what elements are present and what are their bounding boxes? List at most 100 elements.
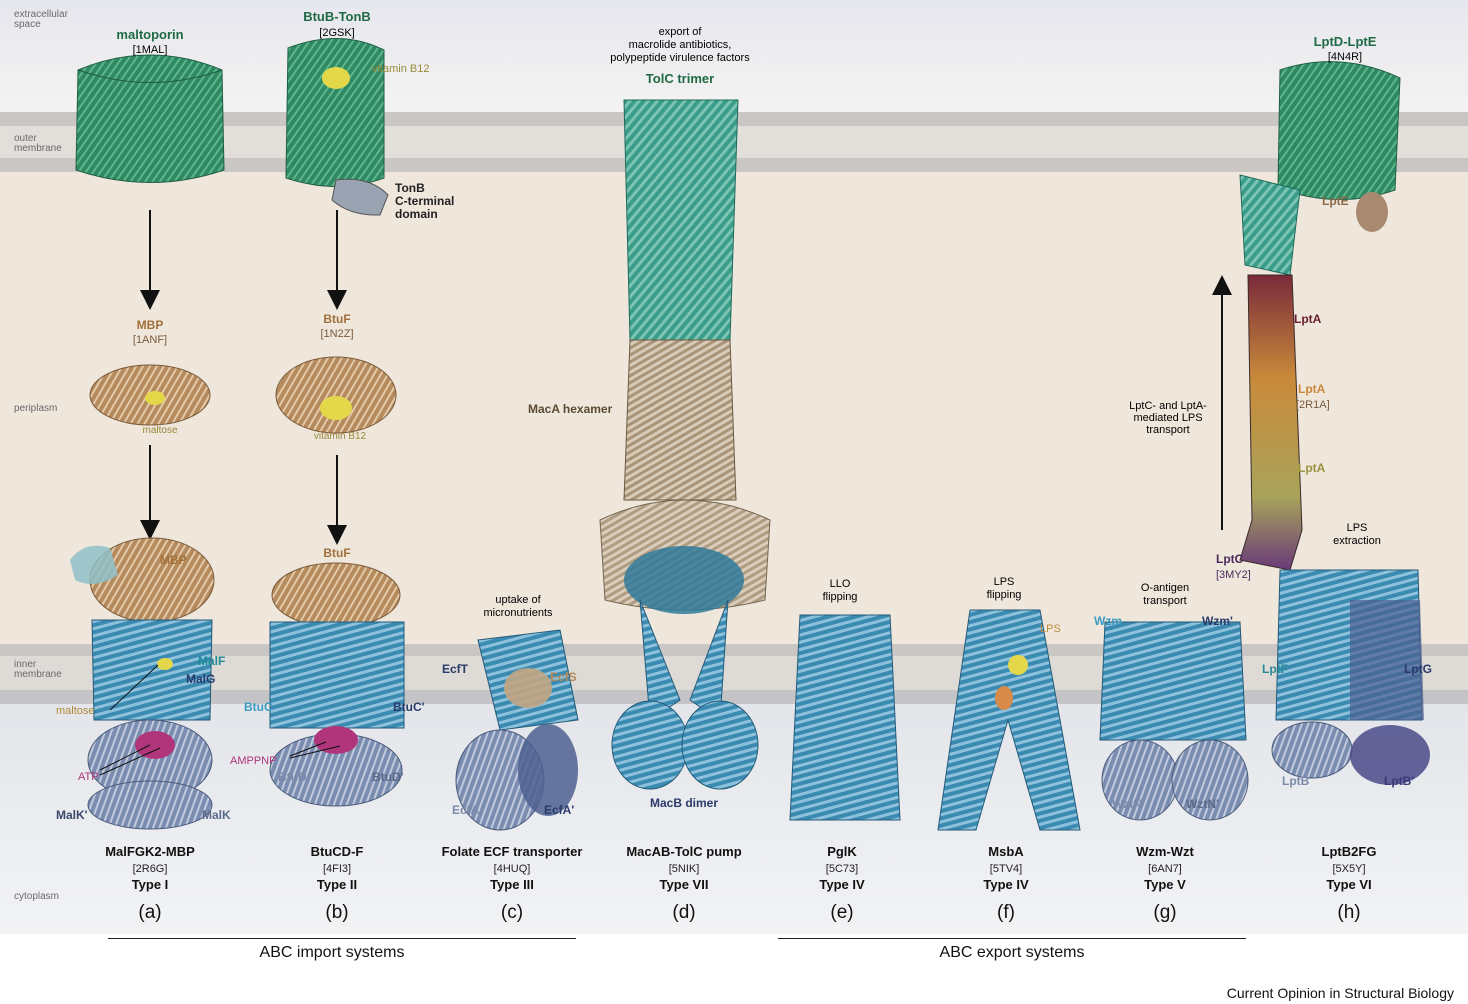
label-wztn-prime: WztN'	[1186, 797, 1219, 811]
label-lptd-lpte: LptD-LptE	[1314, 35, 1377, 49]
label-wzm-function: O-antigen transport	[1141, 582, 1189, 608]
label-lpta-pdb: [2R1A]	[1296, 398, 1330, 412]
caption-b-pdb: [4FI3]	[323, 862, 351, 876]
label-wztn: WztN	[1112, 797, 1142, 811]
btuf-structure	[276, 357, 396, 433]
label-btuf-free: BtuF	[323, 312, 350, 326]
caption-h-letter: (h)	[1337, 906, 1360, 920]
label-vitb12-bound: vitamin B12	[314, 430, 366, 444]
macab-tolc-structure	[600, 100, 770, 789]
caption-a-letter: (a)	[138, 906, 161, 920]
export-group-label: ABC export systems	[940, 946, 1085, 960]
label-btuc: BtuC	[244, 700, 273, 714]
caption-b-name: BtuCD-F	[311, 845, 364, 859]
label-lptb2fg-function: LPS extraction	[1333, 522, 1381, 548]
caption-h-pdb: [5X5Y]	[1332, 862, 1365, 876]
label-lptf: LptF	[1262, 662, 1288, 676]
label-mbp-complex: MBP	[160, 553, 187, 567]
caption-e-pdb: [5C73]	[826, 862, 858, 876]
label-malg: MalG	[186, 672, 215, 686]
mbp-structure	[90, 365, 210, 425]
import-group-line	[108, 938, 576, 939]
label-lptc-pdb: [3MY2]	[1216, 568, 1251, 582]
import-group-label: ABC import systems	[260, 946, 405, 960]
caption-e-letter: (e)	[830, 906, 853, 920]
wzm-wzt-structure	[1100, 622, 1248, 820]
caption-f-type: Type IV	[983, 878, 1028, 892]
label-wzm-prime: Wzm'	[1202, 614, 1233, 628]
caption-g-letter: (g)	[1153, 906, 1176, 920]
label-ecfa-prime: EcfA'	[544, 803, 574, 817]
caption-c-letter: (c)	[501, 906, 523, 920]
label-btud-prime: BtuD'	[372, 770, 404, 784]
maltoporin-structure	[76, 55, 224, 183]
export-group-line	[778, 938, 1246, 939]
label-mbp-free: MBP	[137, 318, 164, 332]
caption-c-name: Folate ECF transporter	[442, 845, 583, 859]
label-maltose-bound: maltose	[56, 704, 95, 718]
caption-f-pdb: [5TV4]	[990, 862, 1022, 876]
caption-g-pdb: [6AN7]	[1148, 862, 1182, 876]
caption-a-pdb: [2R6G]	[133, 862, 168, 876]
label-mbp-pdb: [1ANF]	[133, 333, 167, 347]
label-msba-function: LPS flipping	[987, 576, 1022, 602]
label-btub-pdb: [2GSK]	[319, 26, 354, 40]
label-lptb-prime: LptB'	[1384, 774, 1414, 788]
label-ecfa: EcfA	[452, 803, 479, 817]
caption-f-letter: (f)	[997, 906, 1015, 920]
label-tolc: TolC trimer	[646, 72, 714, 86]
caption-h-type: Type VI	[1326, 878, 1371, 892]
label-malk: MalK	[202, 808, 231, 822]
label-lpta-1: LptA	[1294, 312, 1321, 326]
label-lptc: LptC	[1216, 552, 1243, 566]
caption-b-type: Type II	[317, 878, 357, 892]
caption-h-name: LptB2FG	[1322, 845, 1377, 859]
caption-d-name: MacAB-TolC pump	[626, 845, 741, 859]
label-macb: MacB dimer	[650, 796, 718, 810]
msba-structure	[938, 610, 1080, 830]
credit-text: Current Opinion in Structural Biology	[1227, 986, 1454, 1000]
label-lps: LPS	[1040, 622, 1061, 636]
caption-c-type: Type III	[490, 878, 534, 892]
label-atp: ATP	[78, 770, 99, 784]
caption-d-letter: (d)	[672, 906, 695, 920]
label-maltose-free: maltose	[142, 424, 177, 438]
label-lptb: LptB	[1282, 774, 1309, 788]
caption-d-type: Type VII	[660, 878, 709, 892]
label-btuc-prime: BtuC'	[393, 700, 425, 714]
caption-g-type: Type V	[1144, 878, 1186, 892]
label-ecft: EcfT	[442, 662, 468, 676]
label-macab-function: export of macrolide antibiotics, polypep…	[610, 26, 749, 65]
label-amppnp: AMPPNP	[230, 754, 276, 768]
lptd-lpte-structure	[1240, 62, 1400, 275]
ecf-structure	[456, 630, 578, 830]
caption-a-type: Type I	[132, 878, 169, 892]
label-malf: MalF	[198, 654, 225, 668]
label-lpte: LptE	[1322, 194, 1349, 208]
caption-f-name: MsbA	[988, 845, 1023, 859]
caption-e-type: Type IV	[819, 878, 864, 892]
caption-g-name: Wzm-Wzt	[1136, 845, 1194, 859]
label-btud: BtuD	[278, 770, 307, 784]
label-lpt-transport: LptC- and LptA- mediated LPS transport	[1129, 400, 1207, 436]
caption-c-pdb: [4HUQ]	[494, 862, 531, 876]
label-btub-tonb: BtuB-TonB	[303, 10, 371, 24]
label-malk-prime: MalK'	[56, 808, 88, 822]
caption-b-letter: (b)	[325, 906, 348, 920]
label-ecfs: EcfS	[550, 670, 577, 684]
label-wzm: Wzm	[1094, 614, 1122, 628]
label-vitb12-outer: vitamin B12	[372, 62, 429, 76]
label-maltoporin-pdb: [1MAL]	[133, 43, 168, 57]
label-lptg: LptG	[1404, 662, 1432, 676]
label-maca: MacA hexamer	[528, 402, 612, 416]
label-tonb: TonB C-terminal domain	[395, 182, 454, 221]
label-lpta-2: LptA	[1298, 382, 1325, 396]
caption-e-name: PglK	[827, 845, 857, 859]
lptb2fg-structure	[1272, 570, 1430, 785]
label-maltoporin: maltoporin	[116, 28, 183, 42]
caption-d-pdb: [5NIK]	[669, 862, 700, 876]
caption-a-name: MalFGK2-MBP	[105, 845, 195, 859]
label-pglk-function: LLO flipping	[823, 578, 858, 604]
label-lpta-3: LptA	[1298, 461, 1325, 475]
